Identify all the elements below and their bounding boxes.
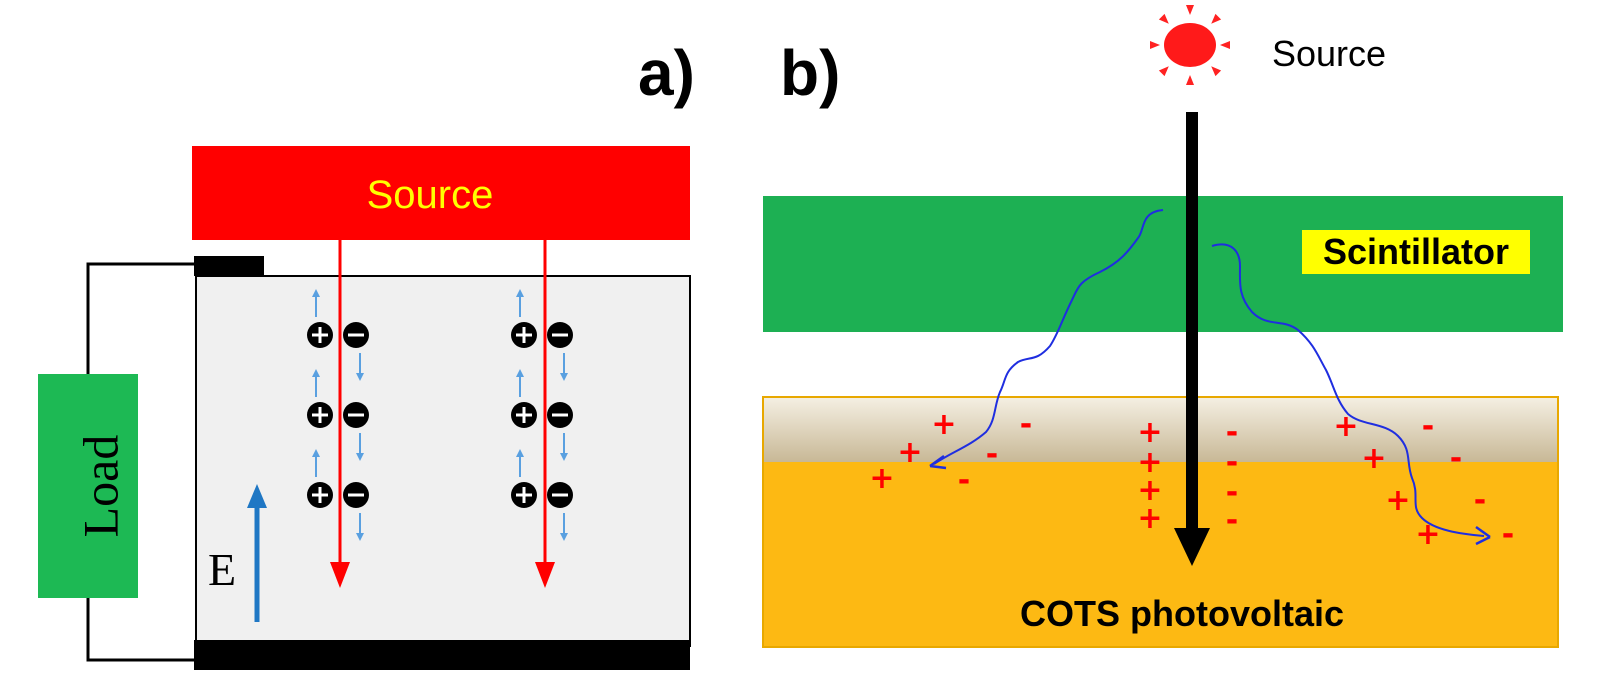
hole-drift-arrow xyxy=(516,449,524,477)
source-label-b: Source xyxy=(1272,33,1386,74)
negative-charge-icon xyxy=(547,402,573,428)
charge-pair xyxy=(511,289,573,381)
minus-charge: - xyxy=(1226,415,1238,450)
scintillator-label: Scintillator xyxy=(1323,231,1509,272)
minus-charge: - xyxy=(1474,483,1486,518)
plus-charge: + xyxy=(897,435,922,470)
plus-charge: + xyxy=(1361,441,1386,476)
hole-drift-arrow xyxy=(312,289,320,317)
plus-charge: + xyxy=(1137,415,1162,450)
charge-signs: +++++++++++----------- xyxy=(869,407,1514,552)
photon-track-right xyxy=(1211,243,1485,537)
photon-track-left xyxy=(933,209,1164,465)
negative-charge-icon xyxy=(343,322,369,348)
positive-charge-icon xyxy=(511,482,537,508)
charge-pairs xyxy=(307,289,573,541)
electric-field-label: E xyxy=(208,544,236,595)
radiation-arrowhead-left xyxy=(330,562,350,588)
charge-pair xyxy=(307,369,369,461)
electron-drift-arrow xyxy=(560,513,568,541)
panel-b-label: b) xyxy=(780,37,840,109)
positive-charge-icon xyxy=(307,322,333,348)
positive-charge-icon xyxy=(307,402,333,428)
circuit-wire-bottom xyxy=(86,598,194,662)
plus-charge: + xyxy=(869,461,894,496)
plus-charge: + xyxy=(1385,483,1410,518)
radiation-arrowhead-right xyxy=(535,562,555,588)
charge-pair xyxy=(511,369,573,461)
electron-drift-arrow xyxy=(560,353,568,381)
plus-charge: + xyxy=(1333,409,1358,444)
hole-drift-arrow xyxy=(312,369,320,397)
source-block-label: Source xyxy=(367,173,494,217)
electron-drift-arrow xyxy=(356,353,364,381)
minus-charge: - xyxy=(1226,503,1238,538)
photon-track-right-head xyxy=(1475,525,1491,546)
negative-charge-icon xyxy=(547,482,573,508)
negative-charge-icon xyxy=(343,482,369,508)
charge-pair xyxy=(307,449,369,541)
panel-b: b) Source Scintillator COTS photovoltaic xyxy=(762,5,1563,648)
minus-charge: - xyxy=(1422,409,1434,444)
panel-a: a) Source Load E xyxy=(38,37,695,670)
load-box xyxy=(38,374,138,598)
charge-pair xyxy=(307,289,369,381)
bottom-contact xyxy=(194,640,690,670)
main-radiation-arrowhead xyxy=(1174,528,1210,566)
plus-charge: + xyxy=(1137,445,1162,480)
minus-charge: - xyxy=(1450,441,1462,476)
photovoltaic-surface-layer xyxy=(764,398,1557,462)
positive-charge-icon xyxy=(511,402,537,428)
negative-charge-icon xyxy=(343,402,369,428)
semiconductor-body xyxy=(195,275,691,647)
circuit-wire-top xyxy=(86,262,194,374)
minus-charge: - xyxy=(1226,475,1238,510)
positive-charge-icon xyxy=(307,482,333,508)
hole-drift-arrow xyxy=(516,369,524,397)
minus-charge: - xyxy=(1226,445,1238,480)
load-label: Load xyxy=(72,435,128,538)
electron-drift-arrow xyxy=(356,513,364,541)
charge-pair xyxy=(511,449,573,541)
hole-drift-arrow xyxy=(516,289,524,317)
plus-charge: + xyxy=(1415,517,1440,552)
negative-charge-icon xyxy=(547,322,573,348)
plus-charge: + xyxy=(1137,473,1162,508)
positive-charge-icon xyxy=(511,322,537,348)
minus-charge: - xyxy=(1502,517,1514,552)
top-contact xyxy=(194,256,264,276)
source-block xyxy=(192,146,690,240)
photovoltaic-label: COTS photovoltaic xyxy=(1020,593,1344,634)
plus-charge: + xyxy=(1137,501,1162,536)
minus-charge: - xyxy=(1020,407,1032,442)
hole-drift-arrow xyxy=(312,449,320,477)
electron-drift-arrow xyxy=(356,433,364,461)
scintillator-label-highlight xyxy=(1302,230,1530,274)
panel-a-label: a) xyxy=(638,37,695,109)
electron-drift-arrow xyxy=(560,433,568,461)
electric-field-arrowhead xyxy=(247,484,267,508)
plus-charge: + xyxy=(931,407,956,442)
minus-charge: - xyxy=(986,437,998,472)
minus-charge: - xyxy=(958,463,970,498)
photon-track-left-head xyxy=(929,454,947,470)
sun-icon xyxy=(1150,5,1230,85)
